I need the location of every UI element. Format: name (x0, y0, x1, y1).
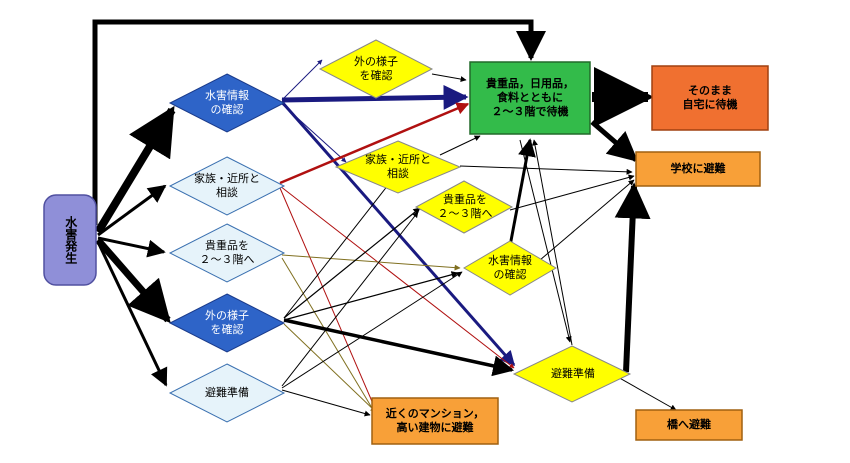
arrow-family2-wait (439, 135, 481, 156)
mansion-box (371, 397, 499, 445)
arrow-prep2-wait (532, 139, 573, 346)
arrow-start-info1 (94, 105, 176, 235)
arrow-info1-wait (281, 84, 469, 110)
prep1-diamond (168, 363, 286, 423)
info2-diamond (463, 240, 557, 296)
family1-diamond (168, 156, 286, 216)
shapes (43, 39, 769, 445)
arrow-outside2-wait (431, 73, 467, 83)
arrow-wait-school (590, 120, 639, 162)
arrow-prep1-info2 (281, 271, 463, 389)
arrow-start-outside1 (95, 237, 171, 324)
arrow-start-to-wait (92, 19, 546, 225)
arrow-outside1-prep2 (283, 318, 515, 377)
arrow-start-valuables1 (97, 236, 166, 258)
arrow-family2-school (459, 165, 633, 175)
arrow-info2-wait (508, 138, 536, 247)
arrow-valuables1-info2 (281, 254, 461, 271)
arrow-outside1-family2 (283, 179, 393, 319)
arrow-info1-prep2 (280, 101, 516, 367)
school-box (635, 151, 761, 187)
wait-upstairs-box (469, 61, 591, 135)
arrow-prep1-valuables2 (281, 211, 419, 387)
arrow-outside1-valuables2 (283, 207, 421, 319)
arrow-prep1-mansion (281, 389, 371, 417)
arrow-family1-mansion (279, 187, 381, 421)
arrow-family1-prep2 (279, 185, 515, 369)
outside2-diamond (318, 39, 434, 99)
arrow-outside1-mansion (283, 323, 377, 413)
arrow-family1-wait (279, 102, 470, 185)
arrow-wait-prep2 (519, 139, 572, 343)
outside1-diamond (168, 293, 286, 353)
arrow-prep2-school (614, 182, 651, 373)
arrow-valuables2-school (509, 174, 635, 211)
connectors (92, 19, 677, 421)
start-node (43, 194, 97, 286)
stay-home-box (651, 65, 769, 131)
arrow-info1-family2 (281, 103, 347, 163)
arrow-start-prep1 (96, 241, 168, 387)
bridge-box (635, 409, 743, 441)
info1-diamond (168, 73, 286, 133)
valuables2-diamond (414, 180, 514, 234)
arrow-info1-outside2 (281, 59, 323, 101)
arrow-valuables1-mansion (281, 257, 379, 419)
arrow-prep2-bridge (615, 375, 677, 411)
valuables1-diamond (168, 223, 286, 283)
prep2-diamond (512, 345, 632, 403)
family2-diamond (334, 140, 462, 194)
arrow-outside1-info2 (283, 271, 459, 321)
arrow-start-family1 (97, 184, 167, 237)
